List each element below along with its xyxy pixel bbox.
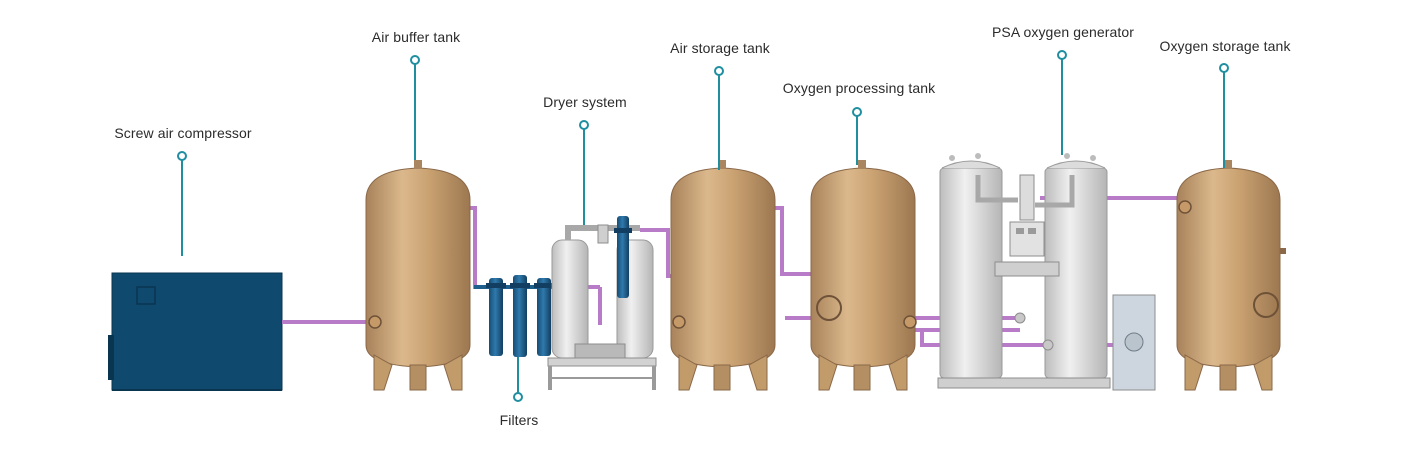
filter-unit [486,278,506,356]
oxygen-processing-tank [810,160,917,391]
leader-psa-generator [1057,50,1067,155]
label-psa-oxygen-generator: PSA oxygen generator [991,24,1135,40]
leader-oxygen-storage [1219,63,1229,168]
air-buffer-tank [365,160,471,391]
filter-unit [510,275,530,357]
leader-air-storage [714,66,724,170]
leader-oxygen-processing [852,107,862,165]
filter-unit [534,278,554,356]
label-oxygen-processing-tank: Oxygen processing tank [782,80,936,96]
label-air-buffer-tank: Air buffer tank [371,29,461,45]
screw-air-compressor [108,272,283,391]
label-filters: Filters [499,412,539,428]
leader-buffer-tank [410,55,420,160]
dryer-system [547,216,657,390]
air-storage-tank [670,160,776,391]
leader-lines [177,50,1229,402]
psa-oxygen-generator [937,153,1156,391]
label-air-storage-tank: Air storage tank [670,40,770,56]
label-oxygen-storage-tank: Oxygen storage tank [1159,38,1291,54]
leader-filters [513,357,523,402]
leader-dryer [579,120,589,225]
leader-compressor [177,151,187,256]
label-dryer-system: Dryer system [543,94,627,110]
label-screw-air-compressor: Screw air compressor [114,125,252,141]
oxygen-storage-tank [1176,160,1286,391]
